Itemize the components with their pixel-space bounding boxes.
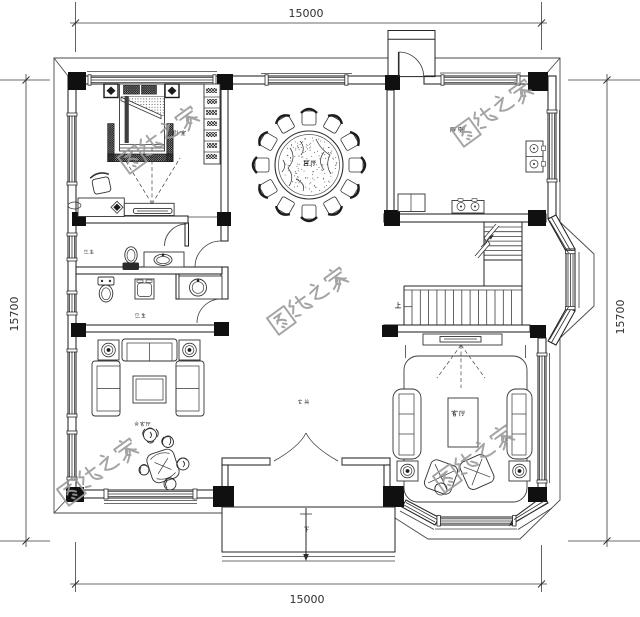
dresser-desk — [77, 197, 175, 217]
entry-porch — [221, 506, 396, 562]
tv-cabinet — [422, 333, 503, 346]
dim-bottom: 15000 — [290, 593, 325, 606]
toilet-upper — [122, 246, 139, 270]
dimension-lines: 15000 15000 15700 15700 — [0, 2, 640, 606]
living-room-furniture — [392, 333, 533, 503]
label-bath-lower — [135, 313, 146, 318]
sofa-left-2 — [392, 388, 422, 460]
bath-upper-door-arc — [164, 223, 187, 247]
label-stairs-up — [394, 301, 402, 309]
coffee-table-2 — [447, 397, 479, 448]
coffee-table — [132, 375, 167, 404]
watermark-3 — [451, 78, 535, 148]
label-entry-down — [303, 526, 310, 533]
bath-lower-door-arc — [196, 298, 222, 324]
armchairs — [423, 454, 495, 496]
wardrobe — [203, 83, 221, 165]
wall-vent — [67, 201, 82, 210]
bathrooms — [97, 246, 223, 303]
label-dining — [303, 160, 317, 166]
vanity-lower — [178, 275, 223, 300]
watermark-5 — [56, 437, 140, 507]
main-entry-double-door — [269, 432, 343, 465]
toilet-lower — [97, 276, 115, 303]
label-family-room — [134, 421, 151, 427]
plants-and-chair — [138, 427, 190, 491]
label-hall — [297, 399, 310, 405]
dining-set — [251, 107, 367, 223]
watermark-4 — [432, 424, 516, 494]
kitchen-cabinet — [397, 193, 426, 212]
sofa-right — [175, 360, 205, 417]
stove — [451, 198, 485, 214]
lamp-side-table — [97, 339, 120, 361]
staircase — [403, 222, 523, 325]
doors — [164, 51, 425, 465]
label-bath-upper — [84, 249, 94, 254]
desk-chair — [89, 172, 112, 195]
watermark-2 — [266, 266, 350, 336]
lamp-side-table — [508, 460, 531, 482]
kitchen-entry-door — [397, 51, 425, 78]
dim-left: 15700 — [8, 297, 21, 332]
bedroom-furniture — [67, 83, 221, 217]
bed — [107, 83, 174, 162]
kitchen-fixtures — [397, 140, 546, 214]
lamp-side-table — [396, 460, 419, 482]
vestibule-door-arc — [194, 240, 222, 268]
watermarks — [56, 78, 535, 507]
lamp-side-table — [178, 339, 201, 361]
dim-top: 15000 — [289, 7, 324, 20]
watermark-1 — [117, 105, 201, 175]
sofa-back — [121, 338, 178, 362]
windows — [66, 71, 580, 530]
sofa-left — [91, 360, 121, 417]
roof-outline — [53, 57, 595, 540]
family-room-furniture — [91, 338, 205, 491]
dim-right: 15700 — [614, 300, 627, 335]
sofa-right-2 — [506, 388, 533, 460]
structural-columns — [66, 72, 548, 507]
kitchen-sink — [525, 140, 546, 173]
tv-viewing-lines-2 — [436, 344, 486, 388]
label-living-room — [451, 410, 466, 417]
vanity-upper — [143, 251, 185, 268]
washing-machine — [134, 278, 155, 300]
